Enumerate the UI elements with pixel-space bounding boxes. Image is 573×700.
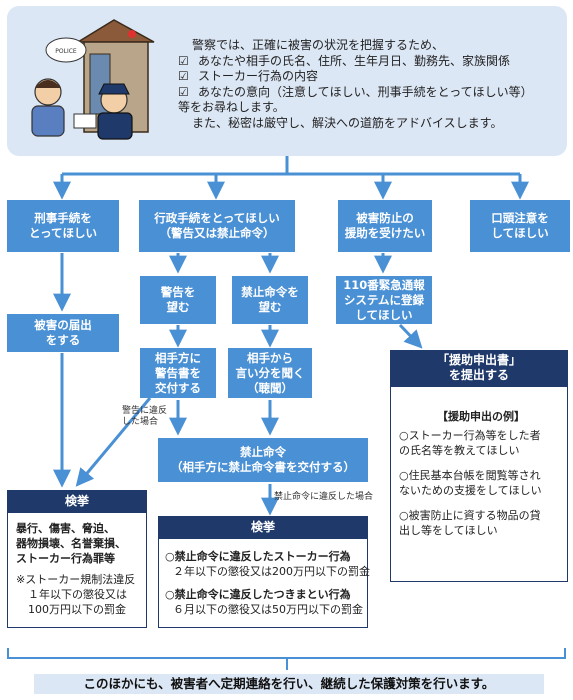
step-hearing: 相手から言い分を聞く（聴聞）	[228, 348, 312, 398]
arrest-left-crime-line-3: ストーカー行為罪等	[16, 552, 115, 565]
assist-examples-panel: 【援助申出の例】 ○ストーカー行為等をした者 の氏名等を教えてほしい ○住民基本…	[390, 386, 568, 582]
order-violation-label: 禁止命令に違反した場合	[274, 492, 374, 502]
arrest-right-header: 検挙	[158, 516, 368, 538]
civilian-hair	[35, 80, 61, 88]
option-criminal: 刑事手続をとってほしい	[7, 200, 119, 252]
assist-example-3-line-2: 出し等をしてほしい	[399, 524, 498, 537]
warning-violation-line-1: 警告に違反	[122, 406, 168, 416]
step-prohibit-want-line-2: 望む	[258, 300, 282, 314]
option-criminal-line-2: とってほしい	[28, 226, 98, 240]
intro-text: 警察では、正確に被害の状況を把握するため、 ☑ あなたや相手の氏名、住所、生年月日…	[178, 38, 563, 131]
checkbox-icon: ☑	[178, 84, 189, 99]
arrest-right-item-1-title: ○禁止命令に違反したストーカー行為	[165, 550, 351, 563]
civilian-body	[31, 105, 65, 137]
assist-example-3-line-1: ○被害防止に資する物品の貸	[399, 509, 541, 522]
intro-check-3: あなたの意向（注意してほしい、刑事手続をとってほしい等）	[198, 84, 533, 99]
assist-request-header-line-1: 「援助申出書」	[436, 353, 521, 367]
checkbox-icon: ☑	[178, 53, 189, 68]
intro-line-1: 警察では、正確に被害の状況を把握するため、	[192, 38, 445, 52]
step-order: 禁止命令（相手方に禁止命令書を交付する）	[158, 438, 368, 482]
assist-example-3: ○被害防止に資する物品の貸 出し等をしてほしい	[399, 508, 563, 538]
arrest-left-crimes: 暴行、傷害、脅迫、 器物損壊、名誉棄損、 ストーカー行為罪等	[16, 521, 142, 566]
assist-example-1: ○ストーカー行為等をした者 の氏名等を教えてほしい	[399, 428, 563, 458]
bottom-bracket	[7, 648, 566, 659]
step-110-line-3: してほしい	[355, 307, 413, 322]
arrest-left-crime-line-2: 器物損壊、名誉棄損、	[16, 537, 126, 550]
option-assist-line-1: 被害防止の	[356, 211, 414, 225]
intro-check-1: あなたや相手の氏名、住所、生年月日、勤務先、家族関係	[198, 53, 511, 68]
intro-line-5: 等をお尋ねします。	[178, 100, 285, 114]
assist-example-1-line-1: ○ストーカー行為等をした者	[399, 429, 541, 442]
assist-request-header: 「援助申出書」 を提出する	[390, 350, 568, 386]
assist-example-2-line-2: ないための支援をしてほしい	[399, 484, 542, 497]
option-verbal: 口頭注意をしてほしい	[470, 200, 570, 252]
arrest-left-law-line-1: ※ストーカー規制法違反	[16, 573, 136, 586]
intro-line-6: また、秘密は厳守し、解決への道筋をアドバイスします。	[192, 115, 503, 130]
step-110-system: 110番緊急通報システムに登録してほしい	[336, 276, 432, 324]
step-warning-want-line-1: 警告を	[160, 285, 196, 299]
step-report-line-1: 被害の届出	[34, 318, 92, 332]
police-lamp-icon	[128, 30, 136, 38]
assist-example-2-line-1: ○住民基本台帳を閲覧等され	[399, 469, 541, 482]
option-assist: 被害防止の援助を受けたい	[338, 200, 432, 252]
option-admin-line-1: 行政手続をとってほしい	[154, 211, 280, 225]
arrow	[75, 397, 152, 487]
checkbox-icon: ☑	[178, 69, 189, 83]
arrest-left-law-line-2: １年以下の懲役又は	[28, 588, 127, 601]
warning-violation-line-2: した場合	[122, 417, 159, 427]
police-sign-icon	[45, 37, 87, 63]
warning-violation-label: 警告に違反 した場合	[122, 406, 182, 428]
step-warning-issue: 相手方に警告書を交付する	[140, 348, 216, 398]
assist-example-1-line-2: の氏名等を教えてほしい	[399, 444, 520, 457]
step-warning-want: 警告を望む	[140, 276, 216, 324]
step-order-line-1: 禁止命令	[240, 445, 286, 459]
step-warning-issue-line-2: 警告書を	[155, 365, 201, 380]
step-order-line-2: （相手方に禁止命令書を交付する）	[171, 460, 355, 474]
option-assist-line-2: 援助を受けたい	[344, 226, 426, 240]
step-110-line-1: 110番緊急通報	[343, 277, 425, 292]
arrow	[398, 323, 423, 349]
step-hearing-line-3: （聴聞）	[247, 380, 293, 395]
step-prohibit-want-line-1: 禁止命令を	[241, 285, 299, 299]
arrest-right-item-1-penalty: ２年以下の懲役又は200万円以下の罰金	[173, 565, 370, 578]
step-110-line-2: システムに登録	[343, 292, 425, 307]
step-hearing-line-1: 相手から	[247, 350, 293, 365]
option-criminal-line-1: 刑事手続を	[34, 211, 92, 225]
footer-note: このほかにも、被害者へ定期連絡を行い、継続した保護対策を行います。	[34, 674, 544, 694]
officer-body	[97, 112, 133, 140]
assist-examples-title: 【援助申出の例】	[437, 410, 525, 423]
arrest-right-item-2-penalty: ６月以下の懲役又は50万円以下の罰金	[173, 603, 363, 616]
assist-example-2: ○住民基本台帳を閲覧等され ないための支援をしてほしい	[399, 468, 563, 498]
arrest-left-law: ※ストーカー規制法違反 １年以下の懲役又は 100万円以下の罰金	[16, 572, 142, 617]
officer-cap-icon	[98, 83, 130, 95]
assist-request-header-line-2: を提出する	[448, 368, 509, 382]
option-verbal-line-1: 口頭注意を	[491, 211, 549, 225]
step-prohibit-want: 禁止命令を望む	[232, 276, 308, 324]
police-sign-text: POLICE	[55, 48, 77, 55]
arrest-left-panel: 暴行、傷害、脅迫、 器物損壊、名誉棄損、 ストーカー行為罪等 ※ストーカー規制法…	[7, 512, 147, 628]
step-warning-issue-line-3: 交付する	[155, 380, 201, 395]
step-report: 被害の届出をする	[7, 314, 119, 352]
step-warning-issue-line-1: 相手方に	[155, 350, 201, 365]
option-admin-line-2: （警告又は禁止命令）	[159, 226, 275, 240]
step-hearing-line-2: 言い分を聞く	[235, 365, 305, 380]
step-warning-want-line-2: 望む	[166, 300, 190, 314]
intro-check-2: ストーカー行為の内容	[198, 69, 319, 83]
notebook-icon	[73, 113, 97, 129]
arrest-left-header: 検挙	[7, 490, 147, 512]
arrest-left-law-line-3: 100万円以下の罰金	[28, 603, 126, 616]
step-report-line-2: をする	[45, 333, 81, 347]
police-illustration: POLICE	[31, 19, 155, 140]
arrest-right-item-2-title: ○禁止命令に違反したつきまとい行為	[165, 588, 351, 601]
option-admin: 行政手続をとってほしい（警告又は禁止命令）	[139, 200, 295, 252]
arrest-left-crime-line-1: 暴行、傷害、脅迫、	[16, 522, 115, 535]
option-verbal-line-2: してほしい	[491, 226, 549, 240]
arrest-right-panel: ○禁止命令に違反したストーカー行為 ２年以下の懲役又は200万円以下の罰金 ○禁…	[158, 538, 370, 628]
